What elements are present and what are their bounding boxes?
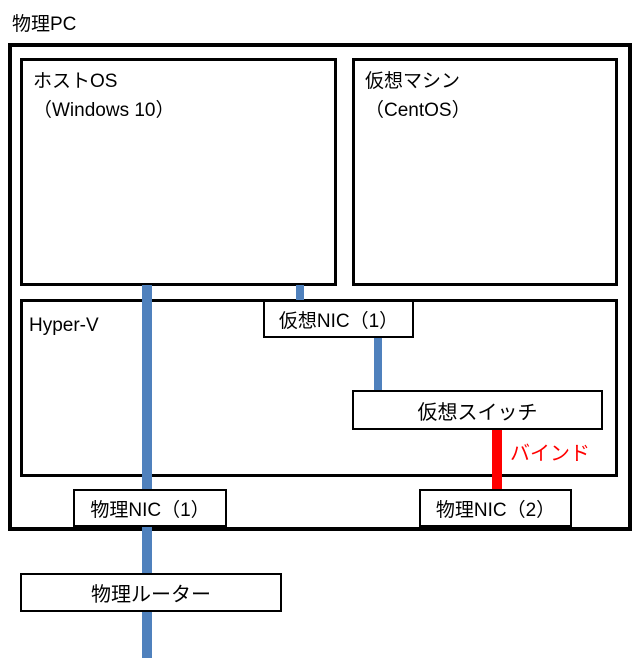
virtual-switch-label: 仮想スイッチ bbox=[417, 401, 538, 424]
physical-nic1-label: 物理NIC（1） bbox=[90, 499, 210, 521]
physical-nic2-label: 物理NIC（2） bbox=[435, 499, 556, 521]
virtual-machine-sublabel: （CentOS） bbox=[365, 100, 471, 121]
physical-nic2-box: 物理NIC（2） bbox=[419, 489, 572, 527]
physical-nic1-box: 物理NIC（1） bbox=[73, 489, 227, 527]
physical-router-box: 物理ルーター bbox=[20, 573, 282, 612]
connector-hostos-to-physical-nic1 bbox=[142, 285, 152, 658]
connector-virtual-nic1-to-virtual-switch bbox=[374, 338, 382, 392]
host-os-sublabel: （Windows 10） bbox=[33, 100, 175, 121]
hyper-v-label: Hyper-V bbox=[29, 315, 99, 336]
connector-bind-virtual-switch-to-physical-nic2 bbox=[492, 429, 502, 490]
host-os-box: ホストOS （Windows 10） bbox=[20, 58, 337, 286]
host-os-label: ホストOS bbox=[33, 71, 118, 92]
physical-pc-label: 物理PC bbox=[12, 14, 77, 35]
connector-hostos-to-virtual-nic1 bbox=[296, 285, 304, 303]
virtual-nic1-box: 仮想NIC（1） bbox=[263, 300, 414, 338]
physical-pc-box bbox=[8, 43, 632, 531]
physical-router-label: 物理ルーター bbox=[91, 584, 211, 606]
virtual-nic1-label: 仮想NIC（1） bbox=[278, 310, 399, 332]
virtual-machine-box: 仮想マシン （CentOS） bbox=[352, 58, 618, 286]
bind-annotation: バインド bbox=[510, 443, 590, 465]
virtual-switch-box: 仮想スイッチ bbox=[352, 390, 603, 430]
virtual-machine-label: 仮想マシン bbox=[365, 71, 461, 92]
